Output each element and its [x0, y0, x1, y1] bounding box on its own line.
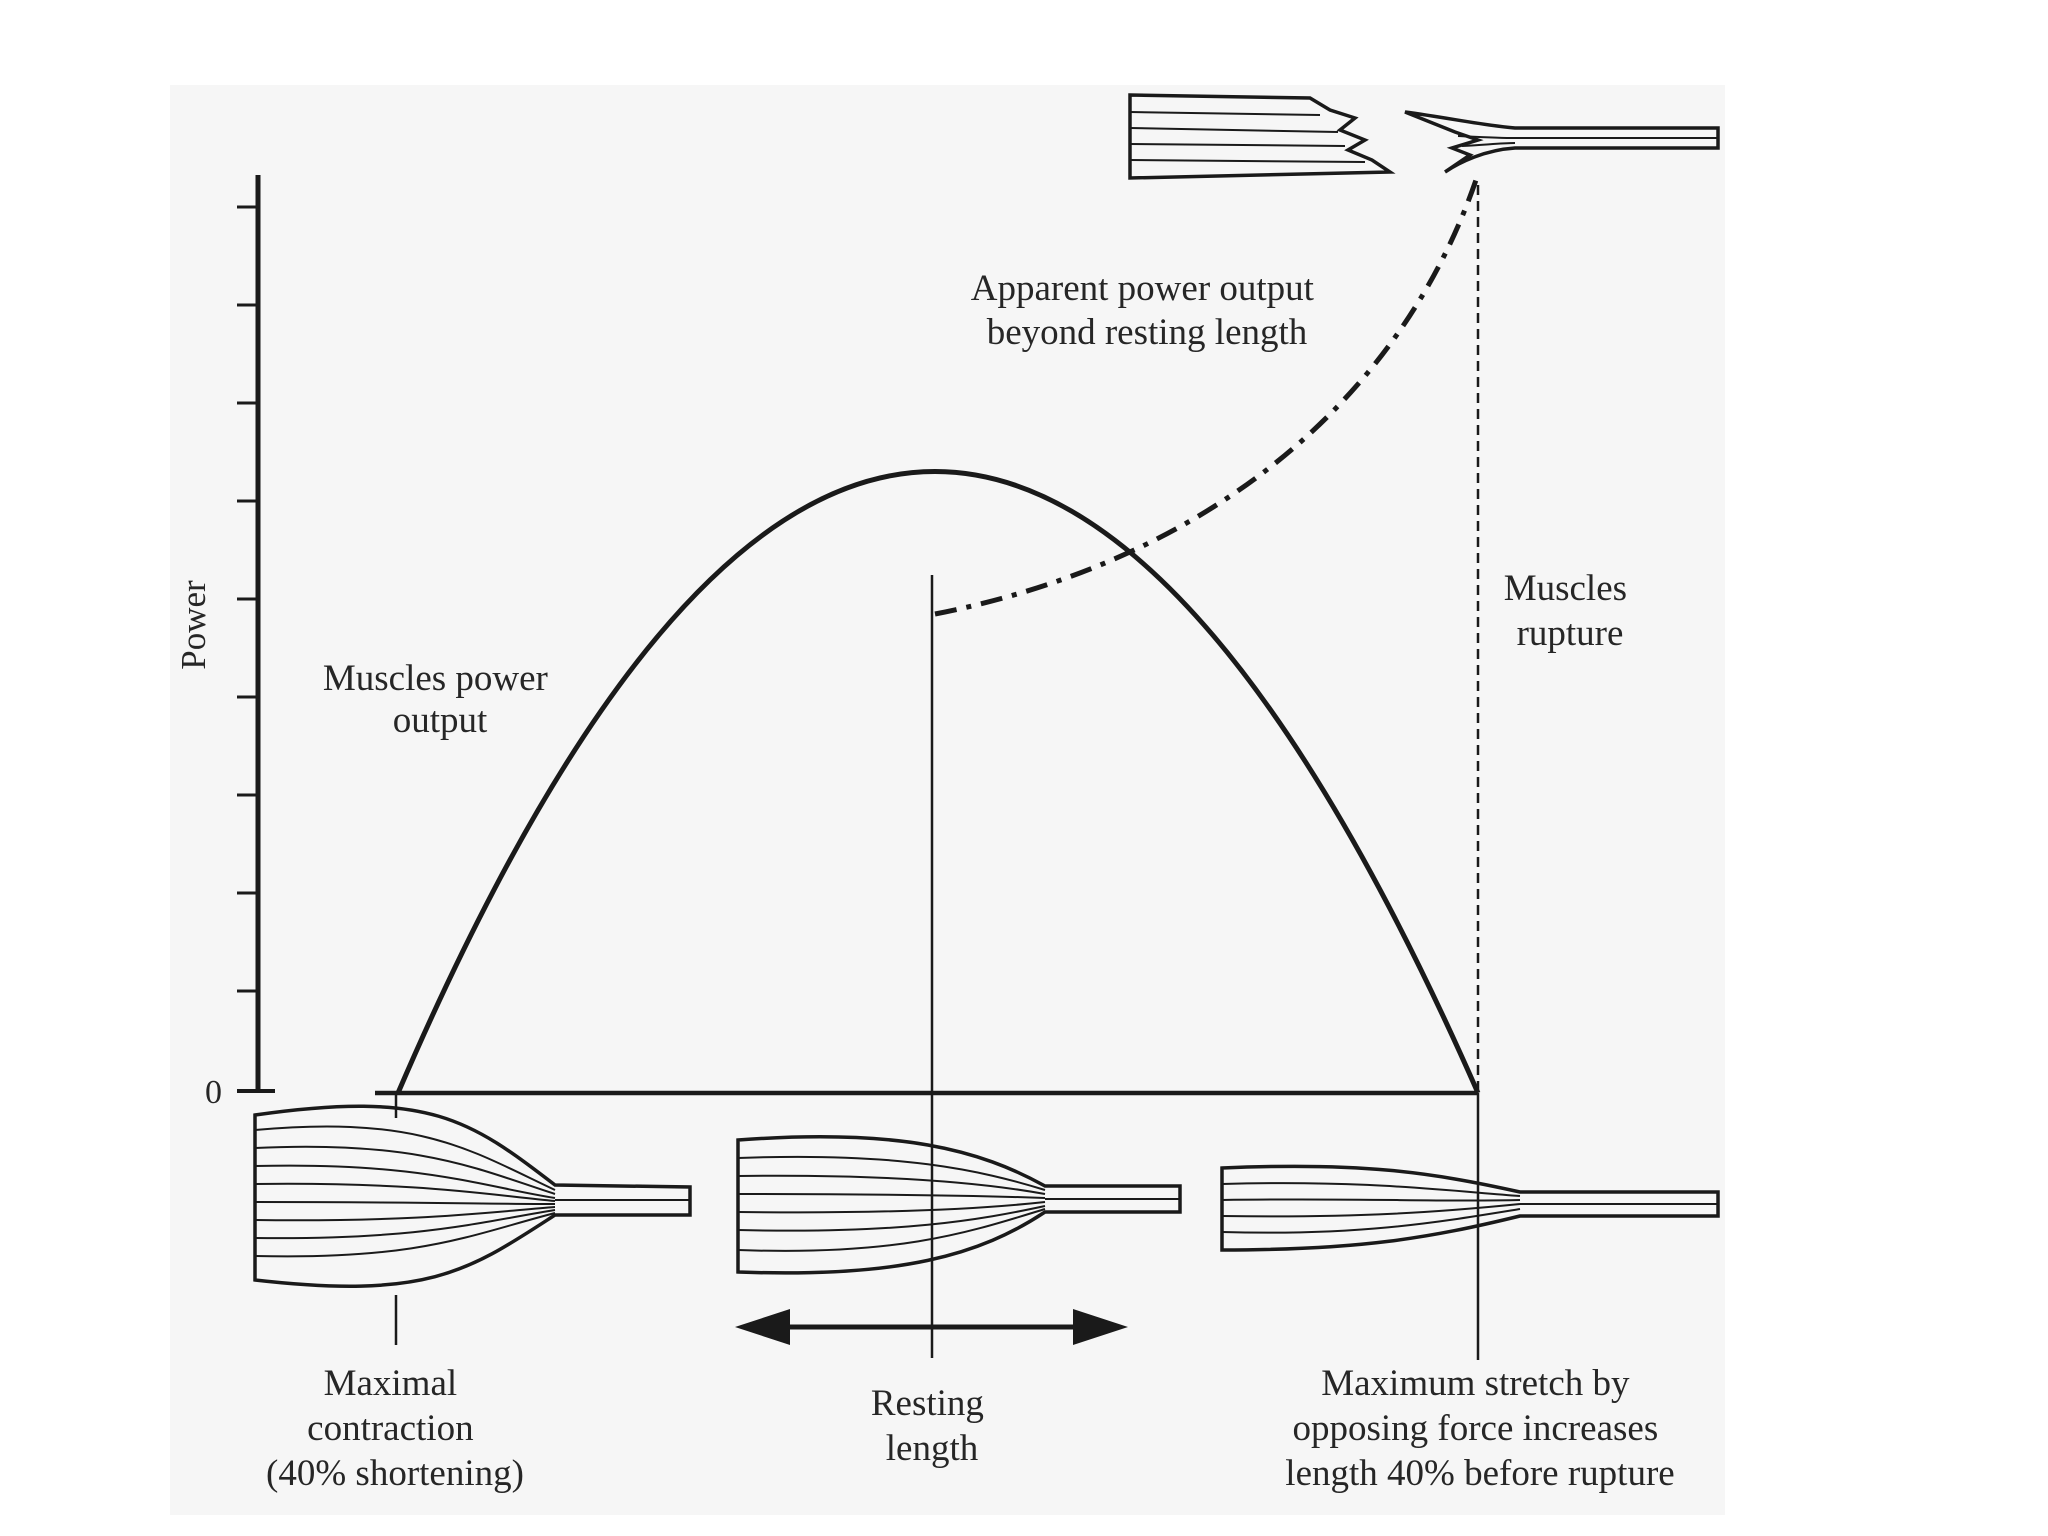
resting-length-label: Resting length: [871, 1383, 993, 1469]
resting-muscle-outline: [736, 1134, 1182, 1275]
maximal-contraction-line-1: Maximal: [324, 1363, 458, 1404]
apparent-power-label: Apparent power output beyond resting len…: [971, 268, 1323, 353]
stretched-muscle-outline: [1220, 1164, 1720, 1252]
resting-arrow-left-head: [735, 1309, 790, 1345]
maximal-contraction-label: Maximal contraction (40% shortening): [266, 1363, 524, 1494]
maximal-contraction-line-2: contraction: [307, 1408, 473, 1449]
muscles-power-output-label: Muscles power output: [323, 658, 557, 741]
apparent-power-line-1: Apparent power output: [971, 268, 1315, 309]
apparent-power-line-2: beyond resting length: [987, 312, 1308, 353]
maximum-stretch-line-2: opposing force increases: [1292, 1408, 1658, 1449]
apparent-power-curve: [934, 179, 1479, 617]
zero-label: 0: [205, 1074, 222, 1111]
muscle-power-curve: [395, 469, 1481, 1095]
ruptured-muscle-left-piece: [1128, 93, 1396, 180]
resting-length-line-2: length: [886, 1428, 979, 1469]
resting-length-arrow: [735, 1309, 1128, 1345]
muscles-rupture-line-1: Muscles: [1504, 568, 1627, 609]
muscles-power-output-line-1: Muscles power: [323, 658, 548, 699]
resting-arrow-right-head: [1073, 1309, 1128, 1345]
ruptured-muscle-illustration: [1128, 93, 1720, 180]
resting-length-line-1: Resting: [871, 1383, 984, 1424]
maximum-stretch-line-3: length 40% before rupture: [1285, 1453, 1674, 1494]
muscles-rupture-label: Muscles rupture: [1504, 568, 1637, 654]
muscles-rupture-line-2: rupture: [1517, 613, 1624, 654]
maximal-contraction-line-3: (40% shortening): [266, 1453, 524, 1494]
ruptured-muscle-right-piece: [1404, 110, 1720, 174]
y-axis-label: Power: [174, 580, 213, 670]
resting-muscle-illustration: [736, 1134, 1182, 1275]
maximum-stretch-line-1: Maximum stretch by: [1321, 1363, 1630, 1404]
y-axis: 0 Power: [174, 175, 275, 1111]
contracted-muscle-illustration: [253, 1104, 692, 1288]
contracted-muscle-outline: [253, 1104, 692, 1288]
stretched-muscle-illustration: [1220, 1164, 1720, 1252]
maximum-stretch-label: Maximum stretch by opposing force increa…: [1285, 1363, 1674, 1494]
muscles-power-output-line-2: output: [393, 700, 488, 741]
